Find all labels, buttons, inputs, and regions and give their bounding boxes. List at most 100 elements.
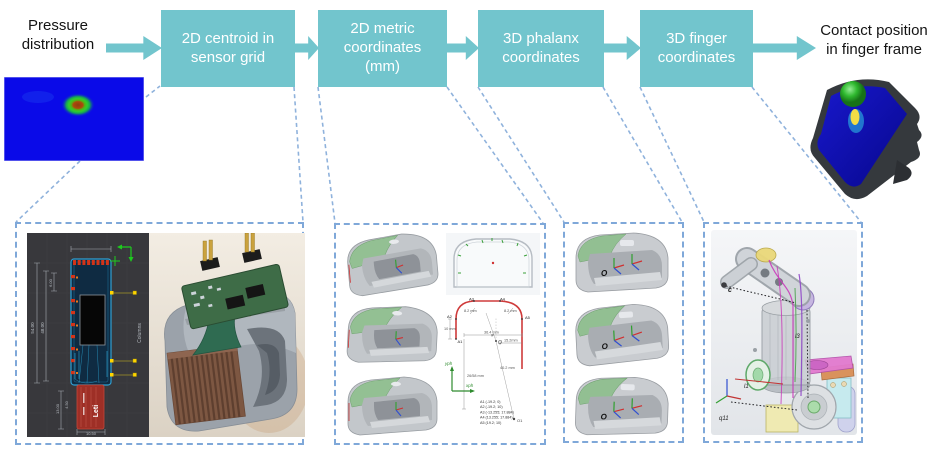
cross-section-outline (446, 233, 540, 295)
axis-marker-icon (110, 244, 134, 266)
coordinate-item: A1 (-19.2; 0) (480, 400, 501, 404)
link-label: l3 (795, 334, 800, 340)
frame-axes-icon (395, 331, 404, 346)
panel-phalanx-coordinates: O O O (563, 222, 684, 443)
dim-label: 6.00 (48, 278, 53, 287)
axis-x-label: xph (465, 383, 474, 388)
axis-y-label: yph (444, 361, 453, 366)
angle-label: φ (491, 332, 494, 337)
phalanx-cad-view: O (575, 304, 670, 367)
brand-label: Leti (93, 405, 100, 418)
dim-label: 8.2 mm (464, 309, 477, 313)
coordinate-item: A5 (19.2; 10) (480, 421, 501, 425)
knuckle-pulley (755, 247, 777, 263)
link-label: l1 (744, 384, 749, 390)
shell-cavity (247, 327, 287, 407)
dimension-lines (448, 307, 523, 420)
pressure-heatmap-image (4, 77, 144, 161)
pin-headers (200, 233, 262, 271)
origin-label: O (498, 340, 502, 346)
fingertip-cad-view (347, 376, 438, 436)
robot-finger-cad: c l3 l1 q11 (711, 230, 857, 435)
contact-ball (840, 81, 866, 107)
profile-curve (455, 300, 523, 369)
flow-arrow-icon (602, 36, 641, 60)
point-label: A1 (458, 339, 464, 344)
origin-label: O (600, 412, 607, 421)
dim-label: 15.2mm (504, 339, 518, 343)
connector-line (15, 160, 81, 223)
dim-label: 10.50 (86, 431, 97, 436)
connector-line (446, 86, 544, 224)
base-point-label: O1 (517, 418, 523, 423)
contact-point (721, 282, 727, 288)
dim-label: 26/58 mm (467, 374, 484, 378)
panel-metric-coordinates: A1 A2 A3 A4 A5 8.2 mm 8.2 mm 10 mm 36.4 … (334, 223, 546, 445)
tick-marks (457, 238, 528, 274)
connector-line (293, 86, 304, 223)
connector-line (639, 86, 705, 223)
contact-glow-yellow (850, 109, 860, 125)
step-box-finger: 3D finger coordinates (640, 10, 753, 87)
connector-line (145, 85, 161, 98)
coordinate-item: A3 (-13.255; 17.884) (480, 410, 514, 414)
connector-line (477, 86, 565, 223)
pcb-pads (71, 260, 109, 375)
point-label: A2 (447, 314, 453, 319)
frame-axes-icon (395, 259, 404, 274)
profile-schematic: A1 A2 A3 A4 A5 8.2 mm 8.2 mm 10 mm 36.4 … (444, 297, 531, 425)
heatmap-contact-blob (61, 93, 95, 117)
step-box-centroid: 2D centroid in sensor grid (161, 10, 295, 87)
coordinate-item: A2 (-19.2; 10) (480, 405, 503, 409)
contact-render-image (810, 79, 922, 200)
flow-arrow-icon (106, 36, 162, 60)
phalanx-cad-view: O (575, 232, 669, 293)
dim-label: 36.4 mm (484, 331, 499, 335)
point-label: A5 (525, 315, 531, 320)
dim-label: 13.00 (55, 403, 60, 414)
contact-label: c (728, 287, 732, 294)
base-frame-axes-icon (715, 379, 742, 404)
panel-sensor-grid: 54.00 48.00 6.00 13.00 4.50 10.50 (15, 222, 305, 445)
connector-line (317, 86, 336, 224)
dim-label: 48.00 (40, 322, 45, 334)
pcb-chip (79, 294, 106, 346)
frame-axes-icon (613, 325, 643, 347)
flow-arrow-icon (294, 36, 319, 60)
input-label: Pressure distribution (21, 17, 95, 53)
readout-pcb (181, 263, 289, 330)
output-label: Contact position in finger frame (820, 22, 928, 58)
pcb-traces (74, 344, 108, 384)
connector-line (602, 86, 683, 223)
phalanx-cad-view: O (575, 377, 669, 436)
dim-label: 40.2 mm (500, 366, 515, 370)
coordinate-list: A1 (-19.2; 0) A2 (-19.2; 10) A3 (-13.255… (480, 400, 514, 425)
tendon-cables (768, 259, 803, 405)
phalanx-axes-icon: yph xph (444, 361, 475, 393)
panel-finger-coordinates: c l3 l1 q11 (703, 222, 863, 443)
flex-cable: Leti (76, 384, 105, 430)
fingertip-foot (893, 160, 912, 184)
dim-label: 10 mm (444, 327, 456, 331)
sensor-matrix-patch (166, 344, 246, 426)
point-label: A4 (500, 297, 506, 302)
sensor-photo (149, 233, 305, 437)
point-label: A3 (469, 297, 475, 302)
pcb-layout-drawing: 54.00 48.00 6.00 13.00 4.50 10.50 (27, 233, 149, 437)
dim-label: 4.50 (65, 401, 69, 408)
pcb-test-points (110, 290, 137, 377)
step-box-metric: 2D metric coordinates (mm) (318, 10, 447, 87)
flex-ribbon (192, 314, 242, 356)
dimension-lines (34, 246, 112, 435)
fingertip-link (721, 258, 757, 288)
frame-axes-icon (395, 402, 404, 417)
joint-label: q11 (719, 416, 729, 422)
heatmap-background (4, 77, 144, 161)
frame-axes-icon (613, 398, 643, 419)
columns-label: Columns (137, 323, 143, 343)
flow-arrow-icon (752, 36, 816, 60)
flow-arrow-icon (446, 36, 479, 60)
fingertip-cad-view (346, 306, 438, 363)
frame-axes-icon (613, 254, 643, 275)
